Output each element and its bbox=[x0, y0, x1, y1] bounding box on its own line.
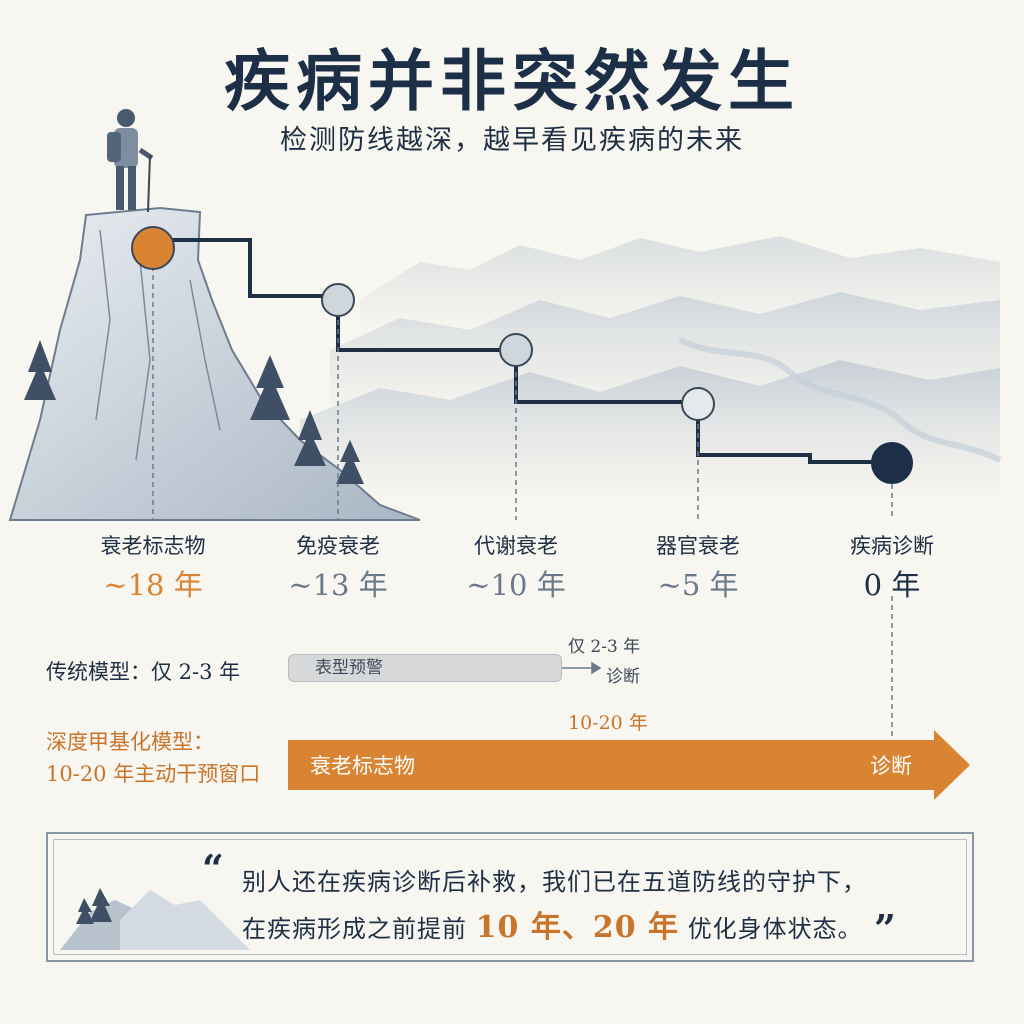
stage-label-5: 疾病诊断 bbox=[850, 534, 934, 558]
stage-years-3: ~10 年 bbox=[466, 568, 566, 602]
traditional-model-label: 传统模型：仅 2-3 年 bbox=[46, 660, 241, 684]
stage-node-4 bbox=[681, 387, 715, 421]
dashed-guides bbox=[152, 266, 893, 740]
arrow-end-text: 诊断 bbox=[870, 754, 912, 778]
stage-years-1: ~18 年 bbox=[103, 568, 203, 602]
hiker-figure bbox=[107, 109, 154, 213]
highlight-20-years: 20 年 bbox=[592, 910, 680, 945]
stage-node-5 bbox=[871, 442, 913, 484]
distant-mountains bbox=[300, 236, 1002, 500]
stage-label-2: 免疫衰老 bbox=[296, 534, 380, 558]
phenotype-arrow bbox=[562, 661, 602, 675]
highlight-separator: 、 bbox=[561, 910, 593, 945]
quote-line-2-end: 优化身体状态。 bbox=[687, 915, 863, 943]
stage-years-4: ~5 年 bbox=[657, 568, 739, 602]
arrow-start-text: 衰老标志物 bbox=[310, 754, 415, 778]
stage-label-4: 器官衰老 bbox=[656, 534, 740, 558]
deep-model-label: 深度甲基化模型： 10-20 年主动干预窗口 bbox=[46, 726, 260, 790]
stage-node-1 bbox=[131, 226, 175, 270]
phenotype-warning-bar: 表型预警 bbox=[288, 654, 562, 682]
stage-label-1: 衰老标志物 bbox=[100, 534, 206, 558]
cliff bbox=[8, 206, 421, 521]
close-quote-mark: ” bbox=[874, 906, 896, 951]
phenotype-warning-text: 表型预警 bbox=[315, 658, 383, 678]
page-subtitle: 检测防线越深，越早看见疾病的未来 bbox=[280, 125, 744, 156]
quote-inner-frame bbox=[53, 839, 967, 955]
quote-landscape bbox=[60, 888, 250, 950]
stage-years-2: ~13 年 bbox=[288, 568, 388, 602]
quote-line-2-start: 在疾病形成之前提前 bbox=[242, 915, 467, 943]
traditional-years-note: 仅 2-3 年 bbox=[568, 637, 641, 657]
stage-label-3: 代谢衰老 bbox=[474, 534, 558, 558]
quote-line-2: 在疾病形成之前提前 10 年、20 年 优化身体状态。 bbox=[242, 902, 863, 946]
pine-trees bbox=[24, 340, 364, 484]
stage-node-2 bbox=[321, 283, 355, 317]
quote-line-1: 别人还在疾病诊断后补救，我们已在五道防线的守护下， bbox=[242, 868, 867, 896]
quote-box bbox=[46, 832, 974, 962]
open-quote-mark: “ bbox=[202, 846, 224, 891]
deep-model-window: 10-20 年主动干预窗口 bbox=[46, 762, 261, 786]
intervention-arrow bbox=[288, 730, 970, 800]
traditional-diagnosis-note: 诊断 bbox=[606, 667, 640, 687]
highlight-10-years: 10 年 bbox=[475, 910, 562, 945]
stage-node-3 bbox=[499, 333, 533, 367]
deep-model-title: 深度甲基化模型： bbox=[46, 730, 214, 754]
deep-range-label: 10-20 年 bbox=[568, 712, 648, 734]
page-title: 疾病并非突然发生 bbox=[224, 42, 800, 120]
stage-years-5: 0 年 bbox=[863, 568, 921, 602]
